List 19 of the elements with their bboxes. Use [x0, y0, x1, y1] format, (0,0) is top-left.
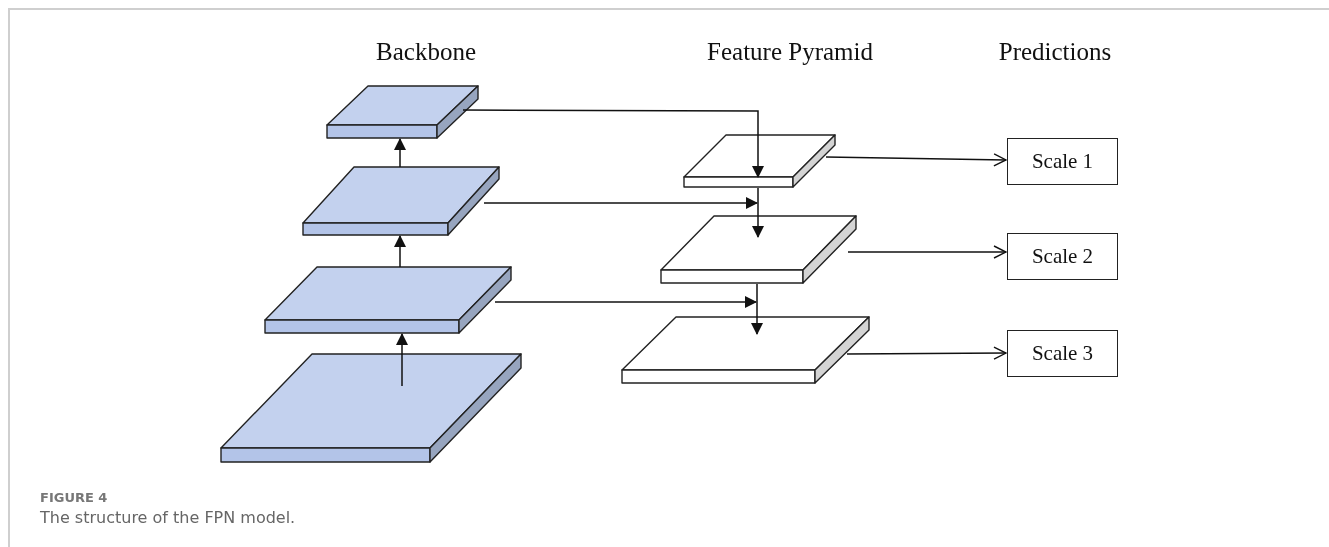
arrow — [825, 153, 1007, 167]
arrow — [394, 235, 406, 268]
arrow — [847, 245, 1007, 259]
prediction-box: Scale 1 — [1007, 138, 1118, 185]
arrow — [394, 138, 406, 168]
prediction-box: Scale 2 — [1007, 233, 1118, 280]
arrow — [751, 283, 763, 335]
prediction-box: Scale 3 — [1007, 330, 1118, 377]
column-heading: Feature Pyramid — [707, 38, 873, 66]
arrow — [752, 187, 764, 238]
figure-number: FIGURE 4 — [40, 490, 108, 505]
column-heading: Predictions — [998, 38, 1112, 66]
arrow — [396, 333, 408, 387]
arrow — [483, 197, 758, 209]
figure-caption: The structure of the FPN model. — [40, 508, 296, 527]
arrow — [846, 346, 1007, 360]
arrow — [494, 296, 757, 308]
column-heading: Backbone — [376, 38, 476, 66]
arrow — [462, 109, 764, 178]
